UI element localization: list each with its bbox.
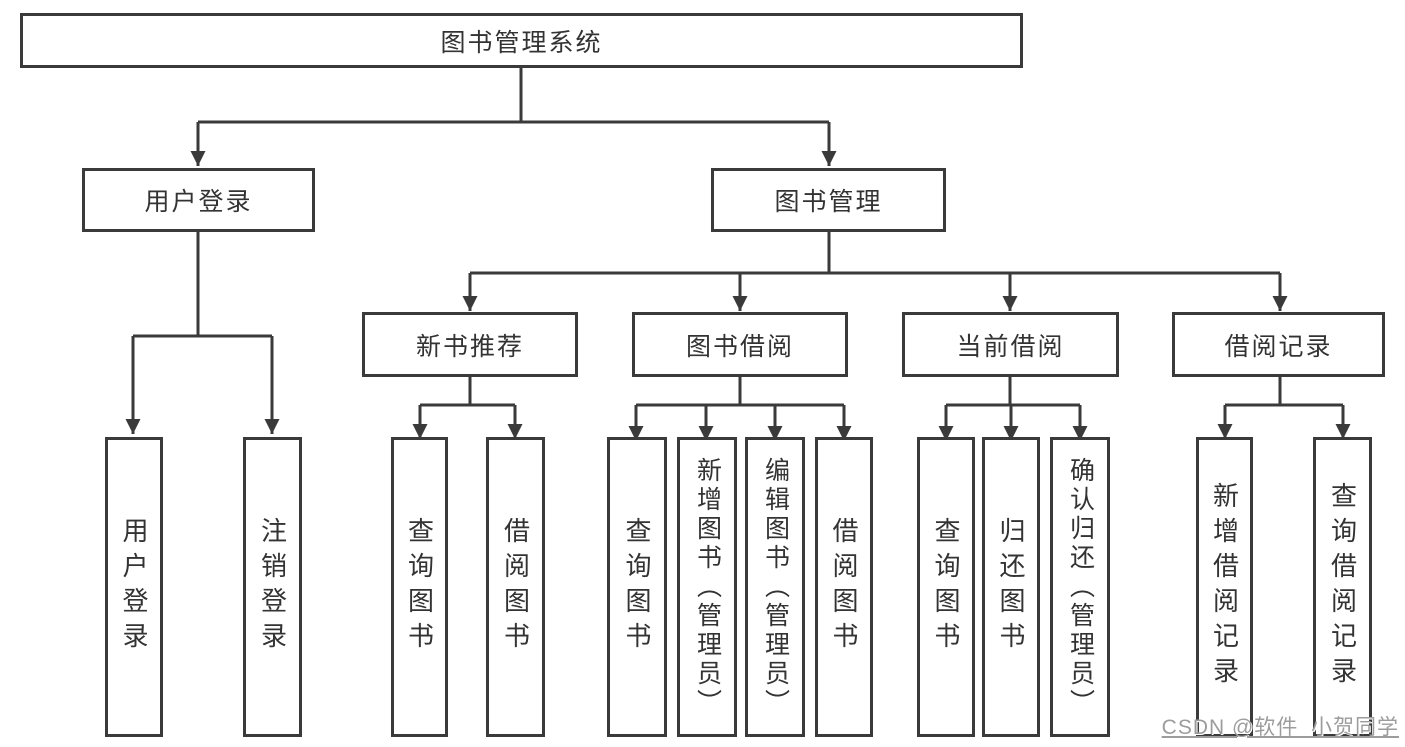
leaf-query-books-recommend: 查询图书 [391, 437, 448, 737]
connector-root-to-level2 [190, 68, 837, 166]
connector-segment [420, 377, 515, 407]
connector-borrowing-records-children [1217, 377, 1351, 439]
node-book-borrowing: 图书借阅 [632, 312, 848, 377]
leaf-query-books-borrowing: 查询图书 [607, 437, 667, 737]
node-library-system: 图书管理系统 [20, 13, 1023, 68]
connector-user-login-children [125, 232, 280, 434]
node-label: 新增图书（管理员） [693, 456, 722, 718]
node-label: 新增借阅记录 [1209, 482, 1240, 692]
leaf-logout: 注销登录 [243, 437, 302, 737]
leaf-query-borrow-record: 查询借阅记录 [1313, 437, 1372, 737]
node-label: 新书推荐 [415, 332, 524, 361]
connector-segment [946, 377, 1080, 407]
node-label: 注销登录 [257, 517, 288, 657]
leaf-return-books: 归还图书 [982, 437, 1040, 737]
connector-current-borrowing-children [938, 377, 1088, 441]
connector-segment [1225, 377, 1343, 407]
node-label: 当前借阅 [956, 332, 1065, 361]
connector-segment [636, 377, 844, 407]
node-label: 查询借阅记录 [1327, 482, 1358, 692]
node-current-borrowing: 当前借阅 [902, 312, 1119, 377]
node-label: 图书借阅 [685, 332, 794, 361]
connector-segment [198, 68, 829, 124]
node-label: 查询图书 [931, 517, 961, 657]
node-new-book-recommendation: 新书推荐 [362, 312, 578, 377]
connector-book-borrowing-children [628, 377, 852, 441]
leaf-borrow-books-recommend: 借阅图书 [486, 437, 545, 737]
node-label: 用户登录 [119, 517, 149, 657]
node-label: 确认归还（管理员） [1066, 456, 1095, 718]
connector-new-book-children [412, 377, 523, 439]
node-label: 查询图书 [404, 517, 435, 657]
node-label: 编辑图书（管理员） [761, 456, 790, 718]
node-user-login: 用户登录 [82, 168, 315, 232]
node-label: 归还图书 [996, 517, 1026, 657]
leaf-edit-book-admin: 编辑图书（管理员） [745, 437, 805, 737]
node-label: 借阅记录 [1224, 332, 1333, 361]
leaf-borrow-books-borrowing: 借阅图书 [815, 437, 873, 737]
node-label: 借阅图书 [500, 517, 531, 657]
connector-segment [133, 232, 272, 338]
leaf-add-book-admin: 新增图书（管理员） [677, 437, 737, 737]
leaf-confirm-return-admin: 确认归还（管理员） [1050, 437, 1110, 737]
leaf-user-login: 用户登录 [105, 437, 163, 737]
csdn-watermark: CSDN @软件_小贺同学 [1161, 716, 1399, 739]
leaf-add-borrow-record: 新增借阅记录 [1196, 437, 1253, 737]
node-label: 图书管理系统 [440, 28, 603, 57]
connector-segment [470, 232, 1280, 275]
leaf-query-books-current: 查询图书 [917, 437, 975, 737]
node-borrowing-records: 借阅记录 [1172, 312, 1385, 377]
node-label: 查询图书 [622, 517, 652, 657]
node-book-management: 图书管理 [711, 168, 946, 232]
connector-book-management-children [462, 232, 1288, 311]
node-label: 用户登录 [144, 188, 253, 216]
node-label: 借阅图书 [829, 517, 859, 657]
node-label: 图书管理 [774, 188, 883, 216]
